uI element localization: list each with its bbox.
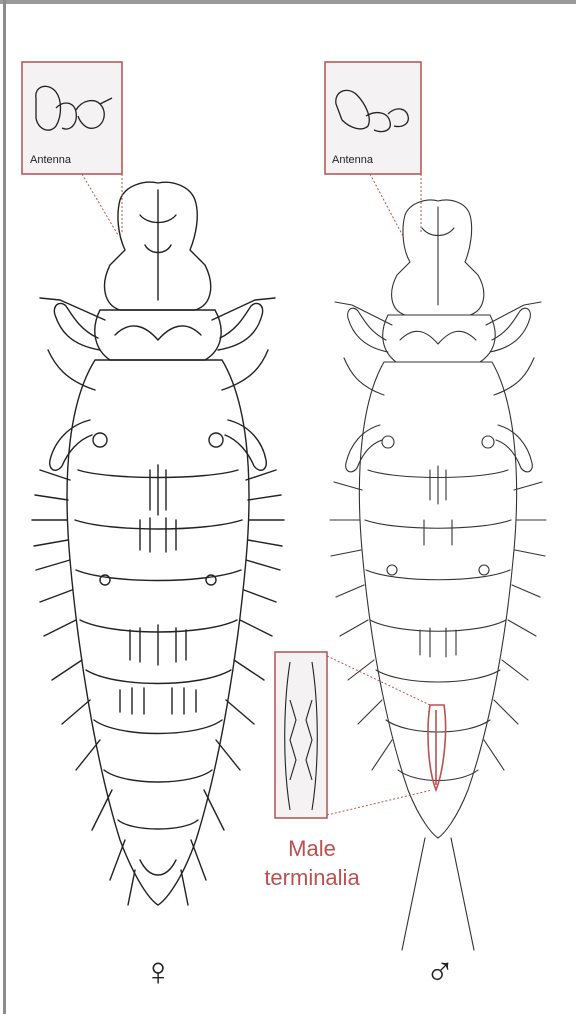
terminalia-label-line2: terminalia (264, 865, 360, 890)
female-symbol: ♀ (143, 950, 173, 994)
male-terminalia-highlight (428, 705, 446, 790)
male-thorax (383, 315, 495, 362)
male-louse-illustration (330, 200, 546, 950)
terminalia-label-line1: Male (288, 836, 336, 861)
male-terminalia-inset: Male terminalia (264, 652, 432, 890)
left-inset-label: Antenna (30, 154, 72, 166)
male-symbol: ♂ (425, 950, 455, 994)
female-louse-illustration (32, 182, 284, 905)
right-inset-label: Antenna (332, 154, 374, 166)
female-thorax (95, 310, 221, 360)
left-antenna-inset: Antenna (22, 62, 122, 235)
male-abdomen (359, 362, 516, 838)
male-leg (335, 302, 392, 325)
